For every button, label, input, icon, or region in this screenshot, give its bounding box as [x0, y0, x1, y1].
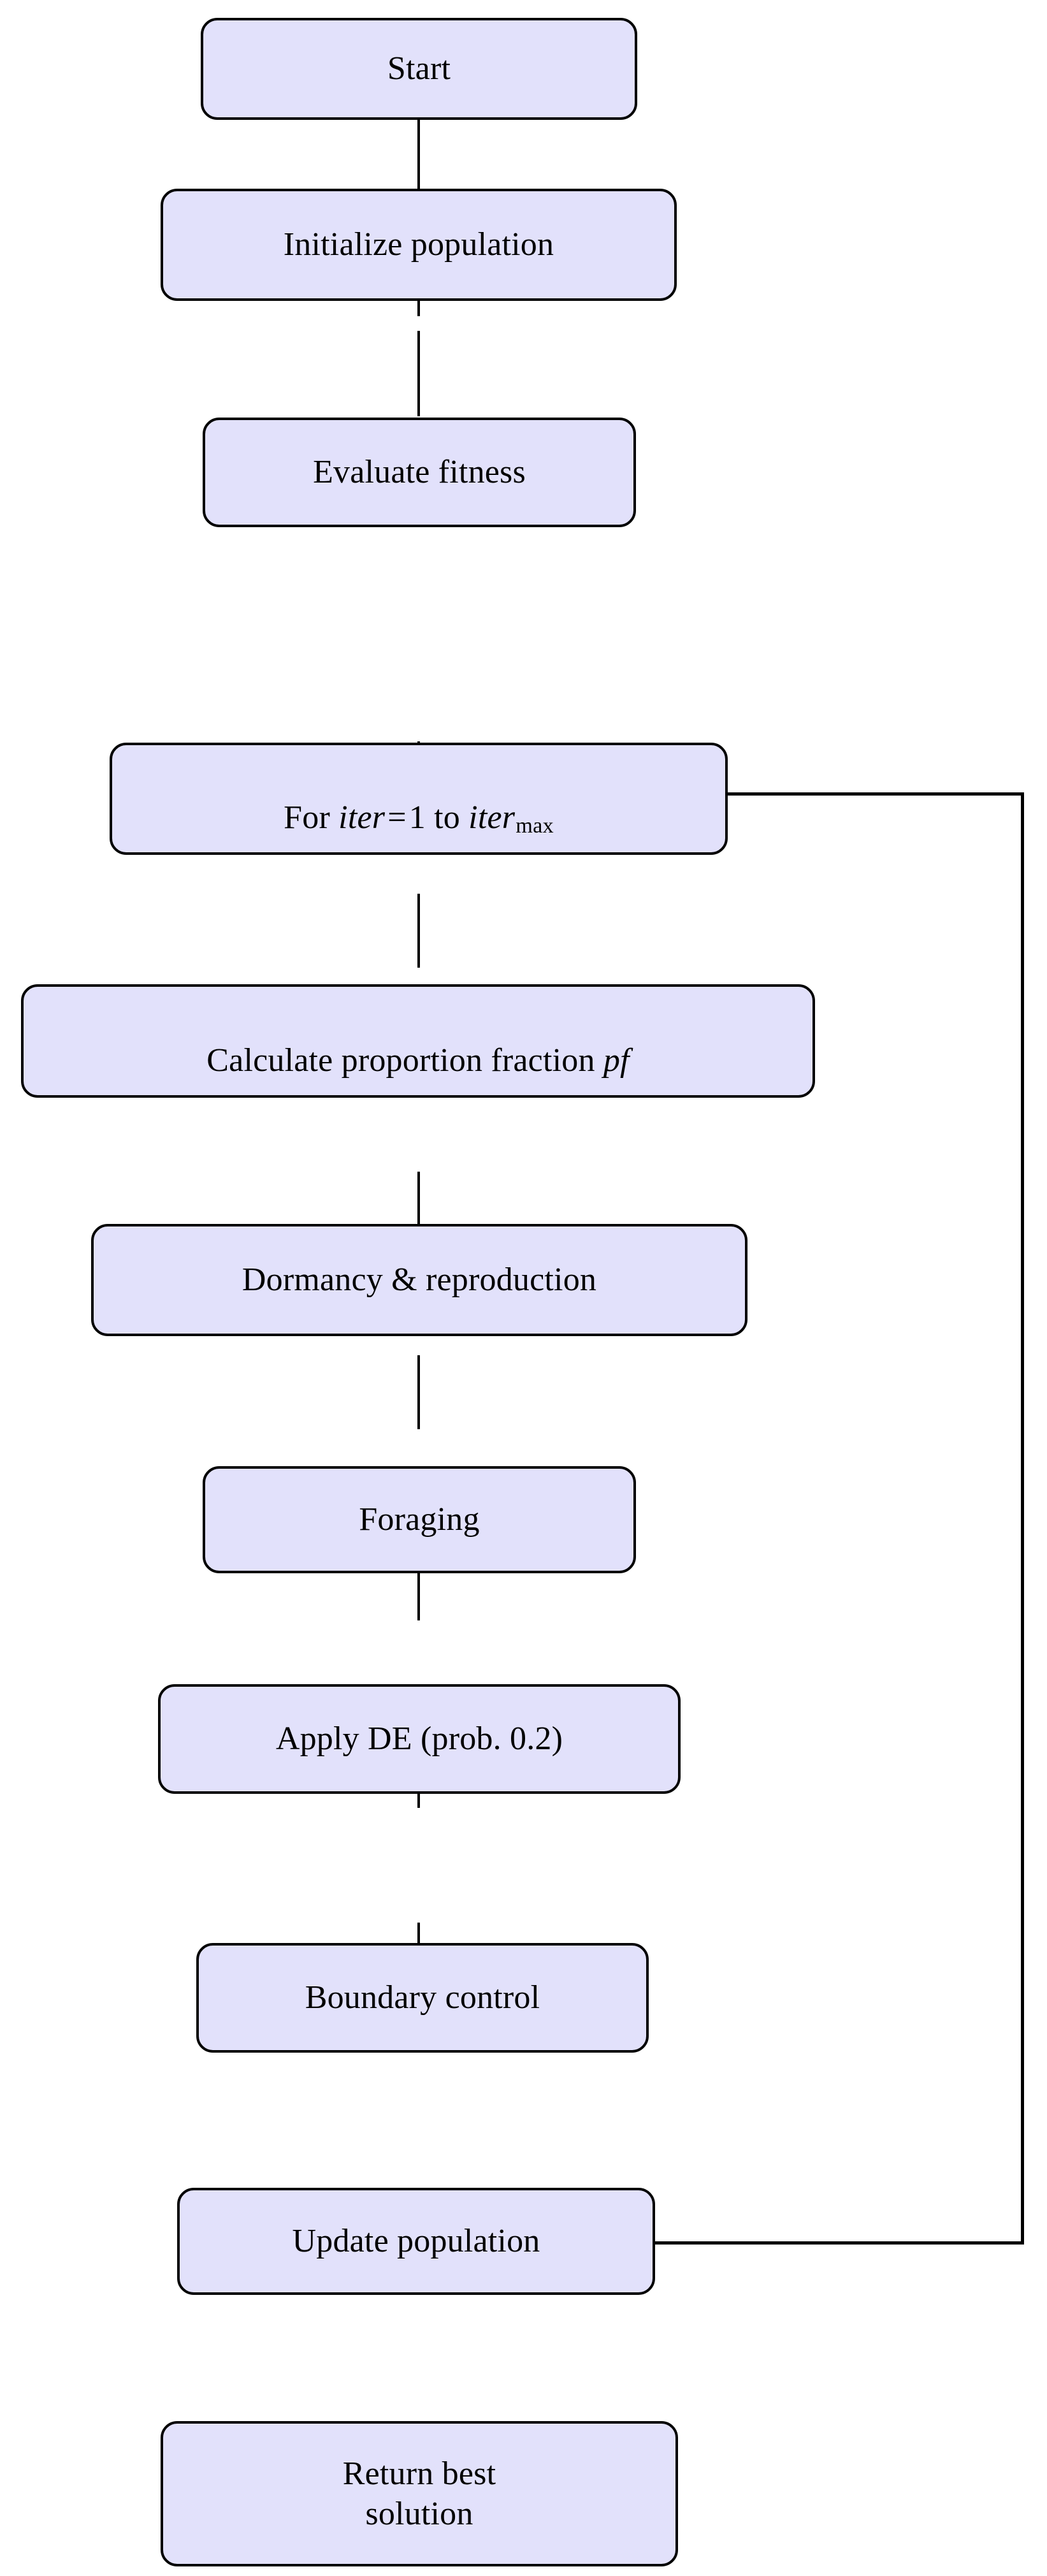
node-dormancy-reproduction-label: Dormancy & reproduction: [242, 1262, 597, 1299]
node-apply-de[interactable]: Apply DE (prob. 0.2): [158, 1684, 681, 1794]
calculate-prefix: Calculate proportion fraction: [206, 1042, 603, 1079]
node-evaluate-fitness[interactable]: Evaluate fitness: [203, 418, 636, 527]
node-for-loop[interactable]: For iter=1 to itermax: [110, 743, 728, 855]
node-calculate-proportion-fraction-label: Calculate proportion fraction pf: [206, 1002, 629, 1081]
for-loop-subscript-max: max: [516, 813, 554, 838]
loop-edge-bottom-horizontal: [655, 2241, 1024, 2245]
node-dormancy-reproduction[interactable]: Dormancy & reproduction: [91, 1224, 747, 1336]
for-loop-equals: =: [387, 799, 407, 836]
node-initialize-population-label: Initialize population: [283, 226, 554, 263]
node-foraging[interactable]: Foraging: [203, 1466, 636, 1573]
loop-edge-vertical: [1021, 792, 1024, 2245]
node-initialize-population[interactable]: Initialize population: [161, 189, 677, 301]
node-boundary-control-label: Boundary control: [305, 1979, 540, 2016]
node-start[interactable]: Start: [201, 18, 637, 120]
for-loop-var-iter: iter: [338, 799, 386, 836]
node-calculate-proportion-fraction[interactable]: Calculate proportion fraction pf: [21, 984, 815, 1098]
for-loop-middle: to: [425, 799, 469, 836]
for-loop-var-itermax: iter: [468, 799, 516, 836]
node-start-label: Start: [387, 50, 451, 87]
edge-evaluate-to-forloop: [417, 331, 420, 416]
node-foraging-label: Foraging: [359, 1501, 480, 1538]
node-apply-de-label: Apply DE (prob. 0.2): [275, 1721, 563, 1757]
node-boundary-control[interactable]: Boundary control: [196, 1943, 649, 2053]
node-return-best-solution[interactable]: Return best solution: [161, 2421, 678, 2566]
edge-dormancy-to-foraging: [417, 1172, 420, 1246]
edge-applyde-to-boundary: [417, 1546, 420, 1620]
loop-edge-top-horizontal: [726, 792, 1024, 796]
edge-start-to-initialize: [417, 120, 420, 189]
node-update-population-label: Update population: [292, 2223, 540, 2260]
node-evaluate-fitness-label: Evaluate fitness: [313, 454, 526, 491]
node-return-best-solution-label: Return best solution: [342, 2455, 496, 2532]
for-loop-start-value: 1: [408, 799, 426, 836]
calculate-var-pf: pf: [603, 1042, 630, 1079]
node-for-loop-label: For iter=1 to itermax: [284, 759, 554, 838]
edge-calculate-to-dormancy: [417, 894, 420, 968]
node-update-population[interactable]: Update population: [177, 2188, 655, 2295]
for-loop-prefix: For: [284, 799, 339, 836]
edge-foraging-to-applyde: [417, 1355, 420, 1429]
